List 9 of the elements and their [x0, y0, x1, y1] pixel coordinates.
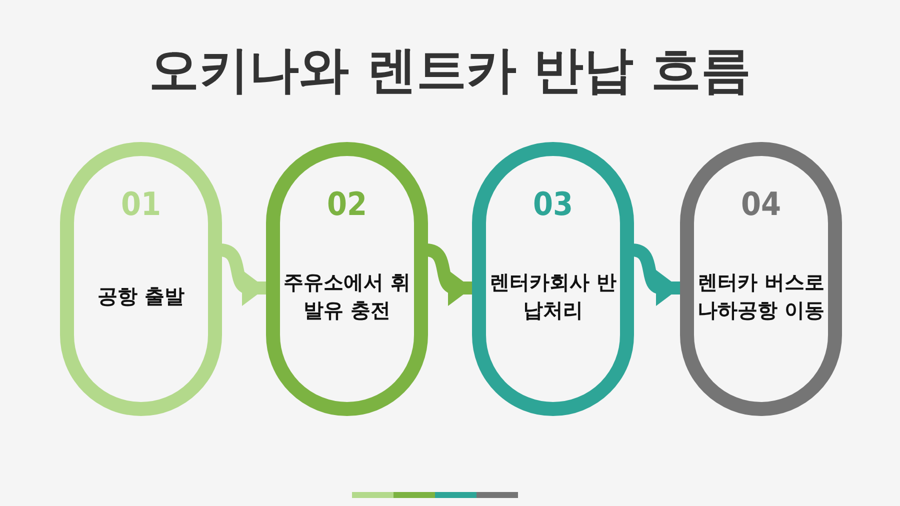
step-number: 04 — [740, 184, 782, 224]
step-label: 주유소에서 휘발유 충전 — [282, 269, 412, 324]
step-number: 03 — [532, 184, 574, 224]
step-label: 렌터카회사 반납처리 — [488, 269, 618, 324]
step-number: 02 — [326, 184, 368, 224]
title: 오키나와 렌트카 반납 흐름 — [148, 40, 752, 101]
step-label: 렌터카 버스로 나하공항 이동 — [696, 269, 826, 324]
step-number: 01 — [120, 184, 162, 224]
step-label: 공항 출발 — [96, 283, 186, 310]
